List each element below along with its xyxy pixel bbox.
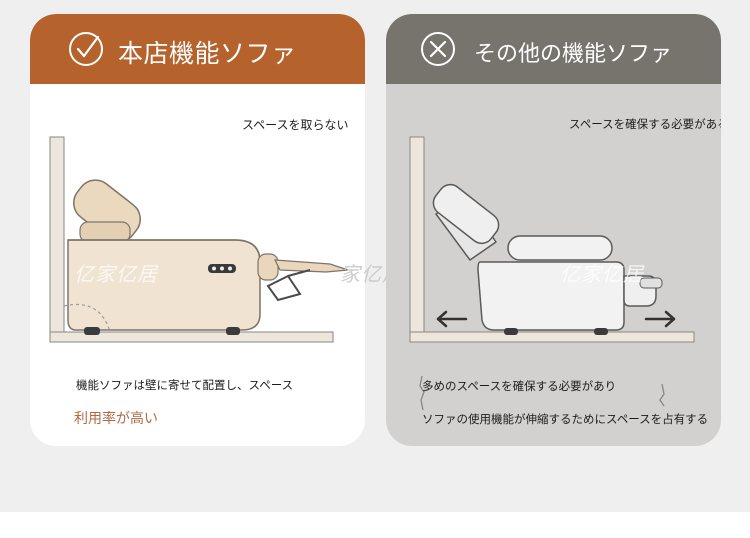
arrow-left-icon: [436, 310, 468, 328]
right-line-1: 多めのスペースを確保する必要があり: [422, 379, 617, 393]
wall-sofa-illustration: [49, 136, 349, 343]
recliner-sofa-illustration: [409, 136, 695, 411]
other-sofa-header: その他の機能ソファ: [386, 14, 721, 84]
left-caption-top: スペースを取らない: [242, 118, 349, 132]
left-highlight: 利用率が高い: [74, 411, 158, 427]
other-sofa-title: その他の機能ソファ: [474, 42, 673, 67]
watermark-right: 亿家亿居: [560, 262, 644, 286]
watermark-left: 亿家亿居: [74, 262, 158, 286]
x-circle-icon: [421, 32, 455, 66]
our-sofa-title: 本店機能ソファ: [118, 39, 297, 68]
page-footer-band: [0, 512, 750, 538]
right-caption-top: スペースを確保する必要がある: [569, 117, 721, 131]
left-description: 機能ソファは壁に寄せて配置し、スペース: [76, 378, 294, 392]
check-circle-icon: [69, 32, 103, 66]
our-sofa-card: 本店機能ソファ スペースを取らない 亿家亿居 機能ソファは壁に寄せて配置し、スペ…: [30, 14, 365, 446]
other-sofa-card: その他の機能ソファ スペースを確保する必要がある 亿家亿居 多めの: [386, 14, 721, 446]
our-sofa-header: 本店機能ソファ: [30, 14, 365, 84]
arrow-right-icon: [644, 310, 676, 328]
right-line-2: ソファの使用機能が伸縮するためにスペースを占有する: [422, 412, 709, 426]
